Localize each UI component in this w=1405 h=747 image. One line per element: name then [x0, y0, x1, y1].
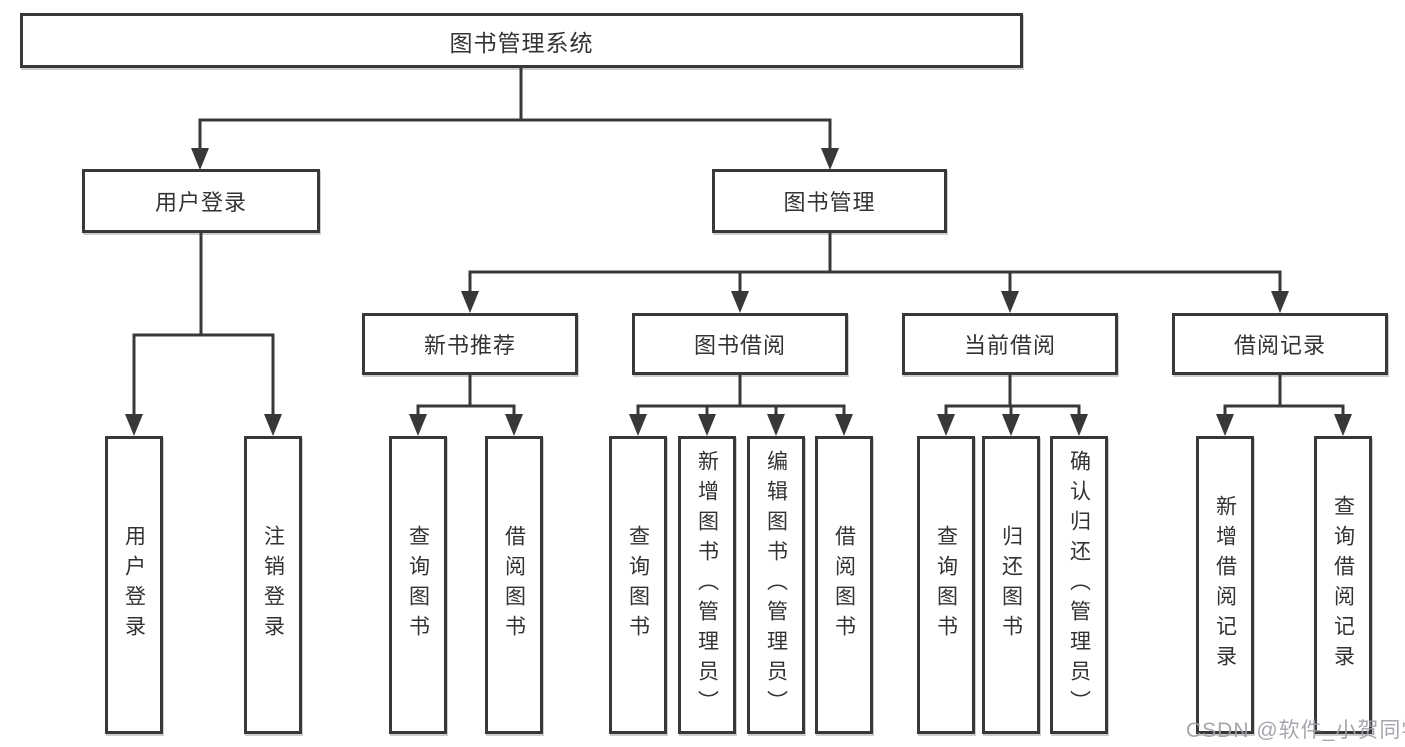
node-user-login: 用户登录: [82, 169, 320, 233]
leaf-query-borrow-record-label: 查询借阅记录: [1331, 495, 1355, 675]
leaf-query-books-borrowing-label: 查询图书: [626, 525, 650, 645]
node-user-login-label: 用户登录: [154, 190, 247, 215]
leaf-confirm-return-admin: 确认归还（管理员）: [1050, 436, 1108, 734]
leaf-borrow-books-borrowing: 借阅图书: [815, 436, 873, 734]
leaf-query-books-current-label: 查询图书: [934, 525, 958, 645]
node-book-management-label: 图书管理: [783, 190, 876, 215]
leaf-add-borrow-record: 新增借阅记录: [1196, 436, 1254, 734]
leaf-query-books-borrowing: 查询图书: [609, 436, 667, 734]
node-borrowing-records-label: 借阅记录: [1233, 333, 1326, 358]
leaf-borrow-books-recommend-label: 借阅图书: [502, 525, 526, 645]
leaf-query-books-current: 查询图书: [917, 436, 975, 734]
node-new-book-recommend-label: 新书推荐: [423, 333, 516, 358]
leaf-edit-books-admin-label: 编辑图书（管理员）: [764, 450, 788, 720]
node-library-management-system-label: 图书管理系统: [449, 29, 594, 56]
leaf-add-borrow-record-label: 新增借阅记录: [1213, 495, 1237, 675]
node-library-management-system: 图书管理系统: [20, 13, 1023, 68]
leaf-query-books-recommend-label: 查询图书: [406, 525, 430, 645]
leaf-return-books-label: 归还图书: [999, 525, 1023, 645]
leaf-logout-login-label: 注销登录: [261, 525, 285, 645]
leaf-query-borrow-record: 查询借阅记录: [1314, 436, 1372, 734]
leaf-user-login: 用户登录: [105, 436, 163, 734]
node-borrowing-records: 借阅记录: [1172, 313, 1388, 375]
leaf-query-books-recommend: 查询图书: [389, 436, 447, 734]
leaf-add-books-admin-label: 新增图书（管理员）: [695, 450, 719, 720]
node-book-management: 图书管理: [712, 169, 947, 233]
node-current-borrowing-label: 当前借阅: [963, 333, 1056, 358]
csdn-watermark: CSDN @软件_小贺同学: [1186, 719, 1405, 742]
leaf-return-books: 归还图书: [982, 436, 1040, 734]
leaf-borrow-books-recommend: 借阅图书: [485, 436, 543, 734]
node-current-borrowing: 当前借阅: [902, 313, 1118, 375]
leaf-edit-books-admin: 编辑图书（管理员）: [747, 436, 805, 734]
leaf-add-books-admin: 新增图书（管理员）: [678, 436, 736, 734]
leaf-borrow-books-borrowing-label: 借阅图书: [832, 525, 856, 645]
node-book-borrowing-label: 图书借阅: [693, 333, 786, 358]
node-book-borrowing: 图书借阅: [632, 313, 848, 375]
leaf-confirm-return-admin-label: 确认归还（管理员）: [1067, 450, 1091, 720]
node-new-book-recommend: 新书推荐: [362, 313, 578, 375]
leaf-user-login-label: 用户登录: [122, 525, 146, 645]
leaf-logout-login: 注销登录: [244, 436, 302, 734]
